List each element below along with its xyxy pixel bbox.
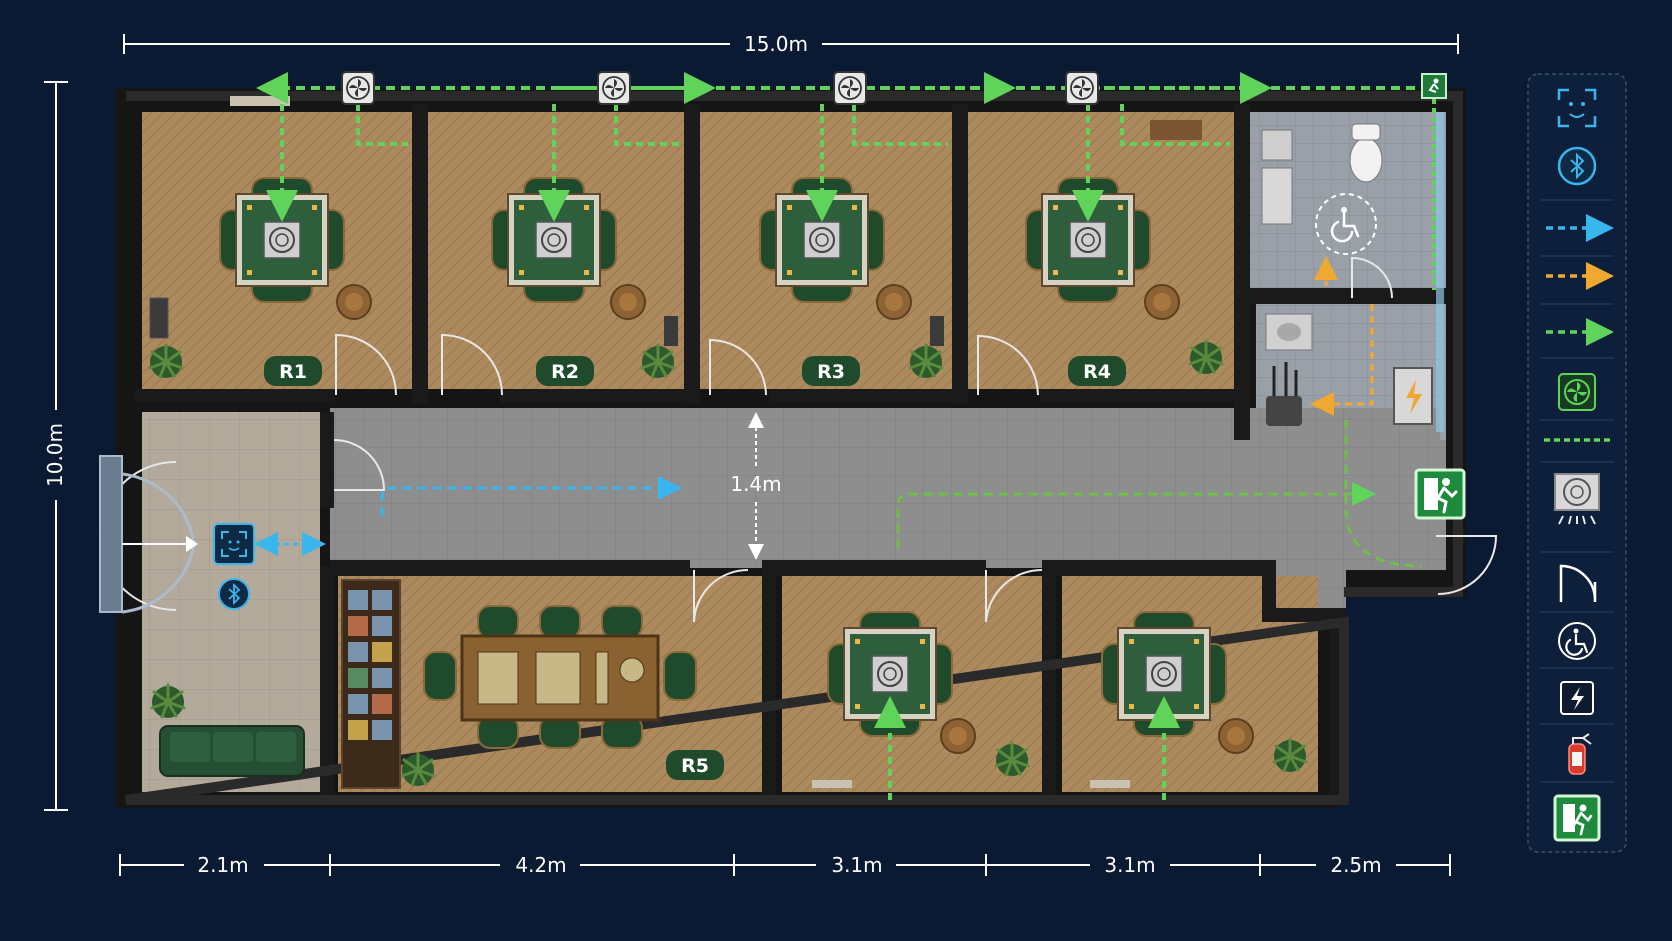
corridor-east-floor [1250,440,1446,570]
room-r3: R3 [759,177,944,386]
room-label-r4: R4 [1083,361,1111,383]
legend-electrical-panel-icon [1560,681,1594,715]
dim-total-height: 10.0m [43,423,67,487]
room-label-r3: R3 [817,361,845,383]
dim-corridor-width: 1.4m [730,472,781,496]
face-recognition-reader [213,523,255,565]
restroom [1261,123,1383,286]
entry-route [380,476,682,516]
dim-total-width: 15.0m [744,32,808,56]
legend-ceiling-air-purifier-icon [1554,473,1600,525]
entrance-door [99,455,198,614]
dimension-bottom [119,854,1451,876]
dim-bottom-1: 2.1m [197,853,248,877]
evacuation-route [896,482,1376,548]
legend-bluetooth-icon [1557,146,1597,186]
room-r4: R4 [1025,120,1224,386]
lobby [150,523,326,777]
room-label-r1: R1 [279,361,307,383]
room-7 [1090,611,1308,788]
electrical-panel-icon [1406,380,1422,414]
legend-fire-extinguisher-icon [1568,733,1592,775]
dim-bottom-2: 4.2m [515,853,566,877]
legend-face-recognition-icon [1557,88,1597,128]
dim-bottom-3: 3.1m [831,853,882,877]
legend-door-swing-icon [1559,564,1597,602]
legend-emergency-exit-icon [1553,794,1601,842]
room-label-r2: R2 [551,361,579,383]
room-r2: R2 [491,177,678,386]
dimension-left: 10.0m [43,81,68,811]
room-label-r5: R5 [681,755,709,777]
exterior-wall [125,91,1463,805]
accessible-icon [1330,207,1360,243]
dimension-corridor: 1.4m [730,412,782,560]
legend-panel [1527,73,1627,853]
dim-bottom-4: 3.1m [1104,853,1155,877]
interior-walls [134,104,1446,800]
utility-room [1265,304,1433,426]
legend-ventilation-fan-icon [1558,373,1596,411]
legend-accessible-icon [1558,622,1596,660]
room-6 [812,611,1030,788]
door-swings [98,256,1498,623]
dim-bottom-5: 2.5m [1330,853,1381,877]
dimension-top: 15.0m [123,32,1459,56]
room-r5: R5 [341,579,724,789]
dimension-bottom-labels: 2.1m 4.2m 3.1m 3.1m 2.5m [184,852,1396,878]
bluetooth-beacon [218,578,250,610]
emergency-exit-sign [1414,468,1466,520]
exhaust-outlet-icon [1421,73,1447,99]
